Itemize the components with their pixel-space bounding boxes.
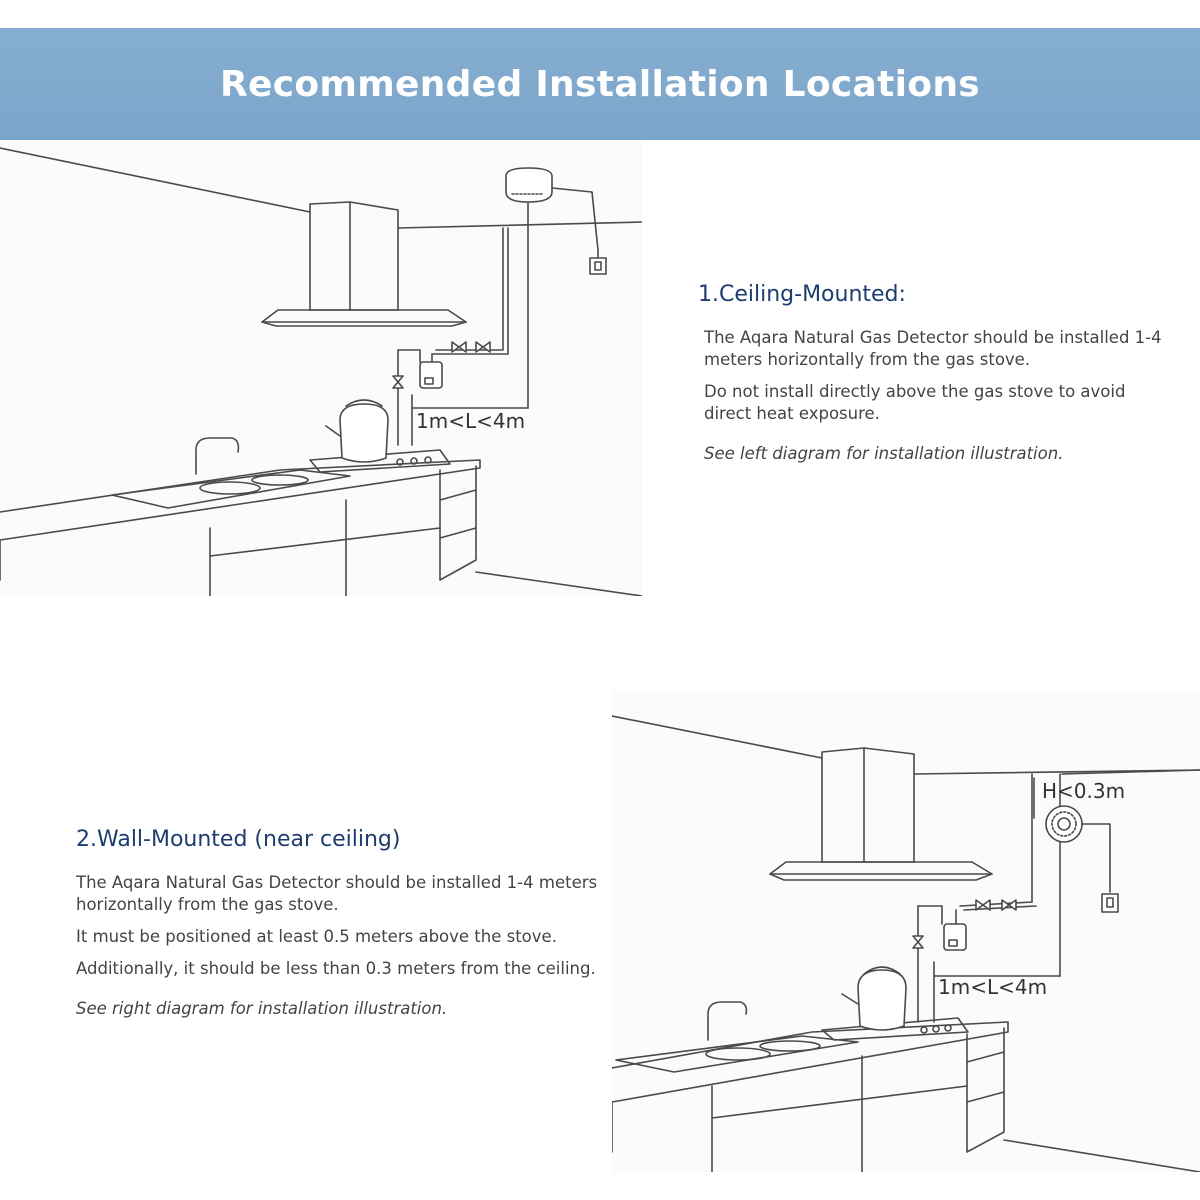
height-label: H<0.3m (1042, 779, 1125, 803)
wall-mount-paragraph-2: It must be positioned at least 0.5 meter… (76, 927, 557, 946)
wall-mount-paragraph-3: Additionally, it should be less than 0.3… (76, 959, 596, 978)
page-title: Recommended Installation Locations (220, 63, 980, 105)
wall-mount-title: 2.Wall-Mounted (near ceiling) (76, 827, 401, 852)
gas-detector-icon (1045, 805, 1083, 843)
header-banner: Recommended Installation Locations (0, 28, 1200, 140)
kettle-icon (325, 399, 389, 463)
ceiling-mount-note: See left diagram for installation illust… (704, 444, 1064, 463)
wall-mount-note: See right diagram for installation illus… (76, 999, 448, 1018)
ceiling-mount-section: 1.Ceiling-Mounted: The Aqara Natural Gas… (698, 282, 1168, 475)
wall-mount-diagram: H<0.3m 1m<L<4m (612, 692, 1200, 1172)
ceiling-mount-paragraph-2: Do not install directly above the gas st… (704, 382, 1126, 423)
ceiling-mount-title: 1.Ceiling-Mounted: (698, 282, 906, 307)
distance-label: 1m<L<4m (416, 409, 525, 433)
power-socket-icon (589, 257, 607, 275)
ceiling-mount-diagram: 1m<L<4m (0, 140, 642, 596)
wall-mount-section: 2.Wall-Mounted (near ceiling) The Aqara … (76, 827, 616, 1030)
kettle-icon (841, 966, 907, 1031)
gas-detector-icon (505, 167, 553, 203)
power-socket-icon (1101, 893, 1119, 913)
distance-label: 1m<L<4m (938, 975, 1047, 999)
wall-mount-paragraph-1: The Aqara Natural Gas Detector should be… (76, 873, 598, 914)
ceiling-mount-paragraph-1: The Aqara Natural Gas Detector should be… (704, 328, 1162, 369)
